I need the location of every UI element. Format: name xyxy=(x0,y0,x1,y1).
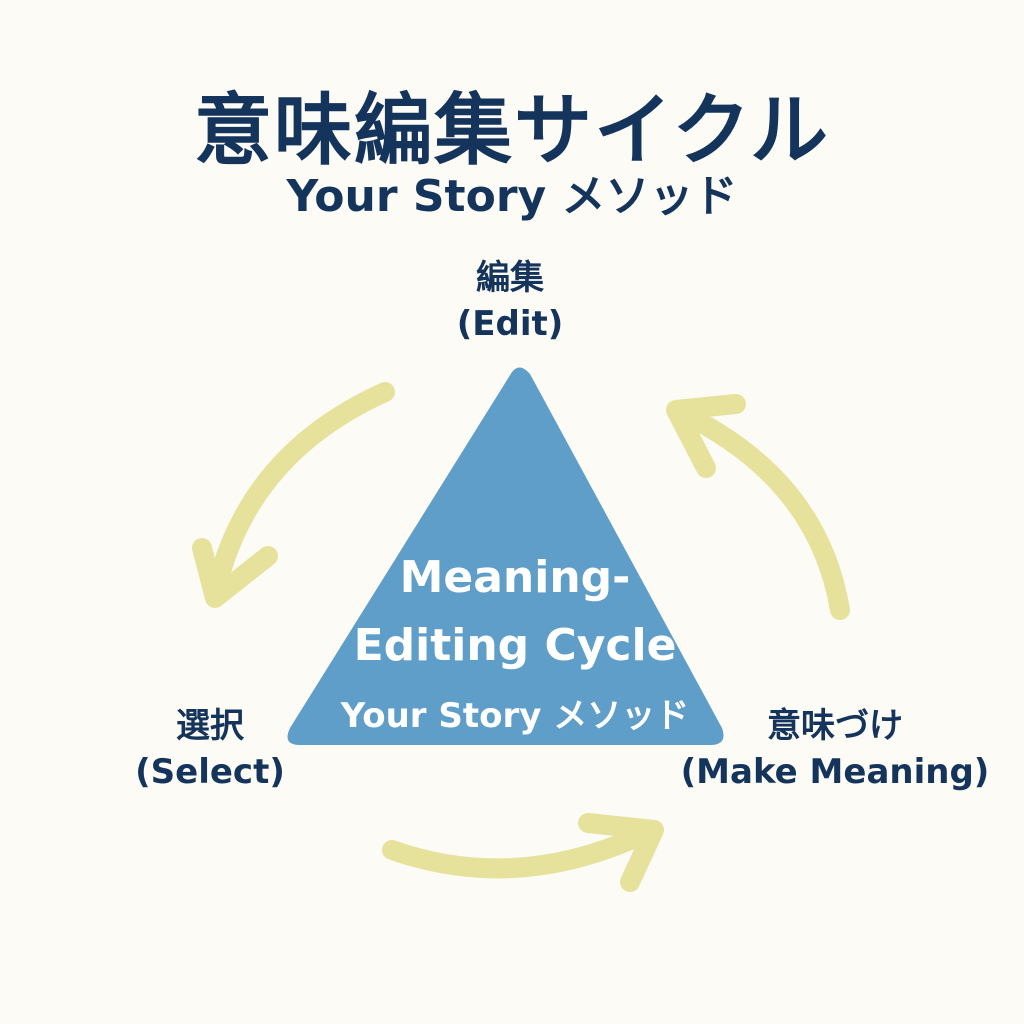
node-make-meaning: 意味づけ (Make Meaning) xyxy=(670,703,1000,795)
node-edit: 編集 (Edit) xyxy=(380,255,640,347)
center-triangle xyxy=(287,367,724,745)
node-make-meaning-jp: 意味づけ xyxy=(767,706,903,746)
node-edit-jp: 編集 xyxy=(476,258,544,298)
node-select-en: (Select) xyxy=(135,752,285,792)
node-edit-en: (Edit) xyxy=(456,304,564,344)
node-select-jp: 選択 xyxy=(176,706,244,746)
node-select: 選択 (Select) xyxy=(80,703,340,795)
center-label-line3: Your Story メソッド xyxy=(340,696,690,736)
page-title: 意味編集サイクル xyxy=(193,86,831,176)
arrow-meaning-to-edit xyxy=(666,394,850,620)
arrow-select-to-meaning xyxy=(382,813,664,892)
page-subtitle: Your Story メソッド xyxy=(286,171,738,222)
center-label-line2: Editing Cycle xyxy=(353,620,677,671)
center-label-line1: Meaning- xyxy=(399,552,631,603)
node-make-meaning-en: (Make Meaning) xyxy=(680,752,990,792)
arrow-edit-to-select xyxy=(192,382,395,608)
